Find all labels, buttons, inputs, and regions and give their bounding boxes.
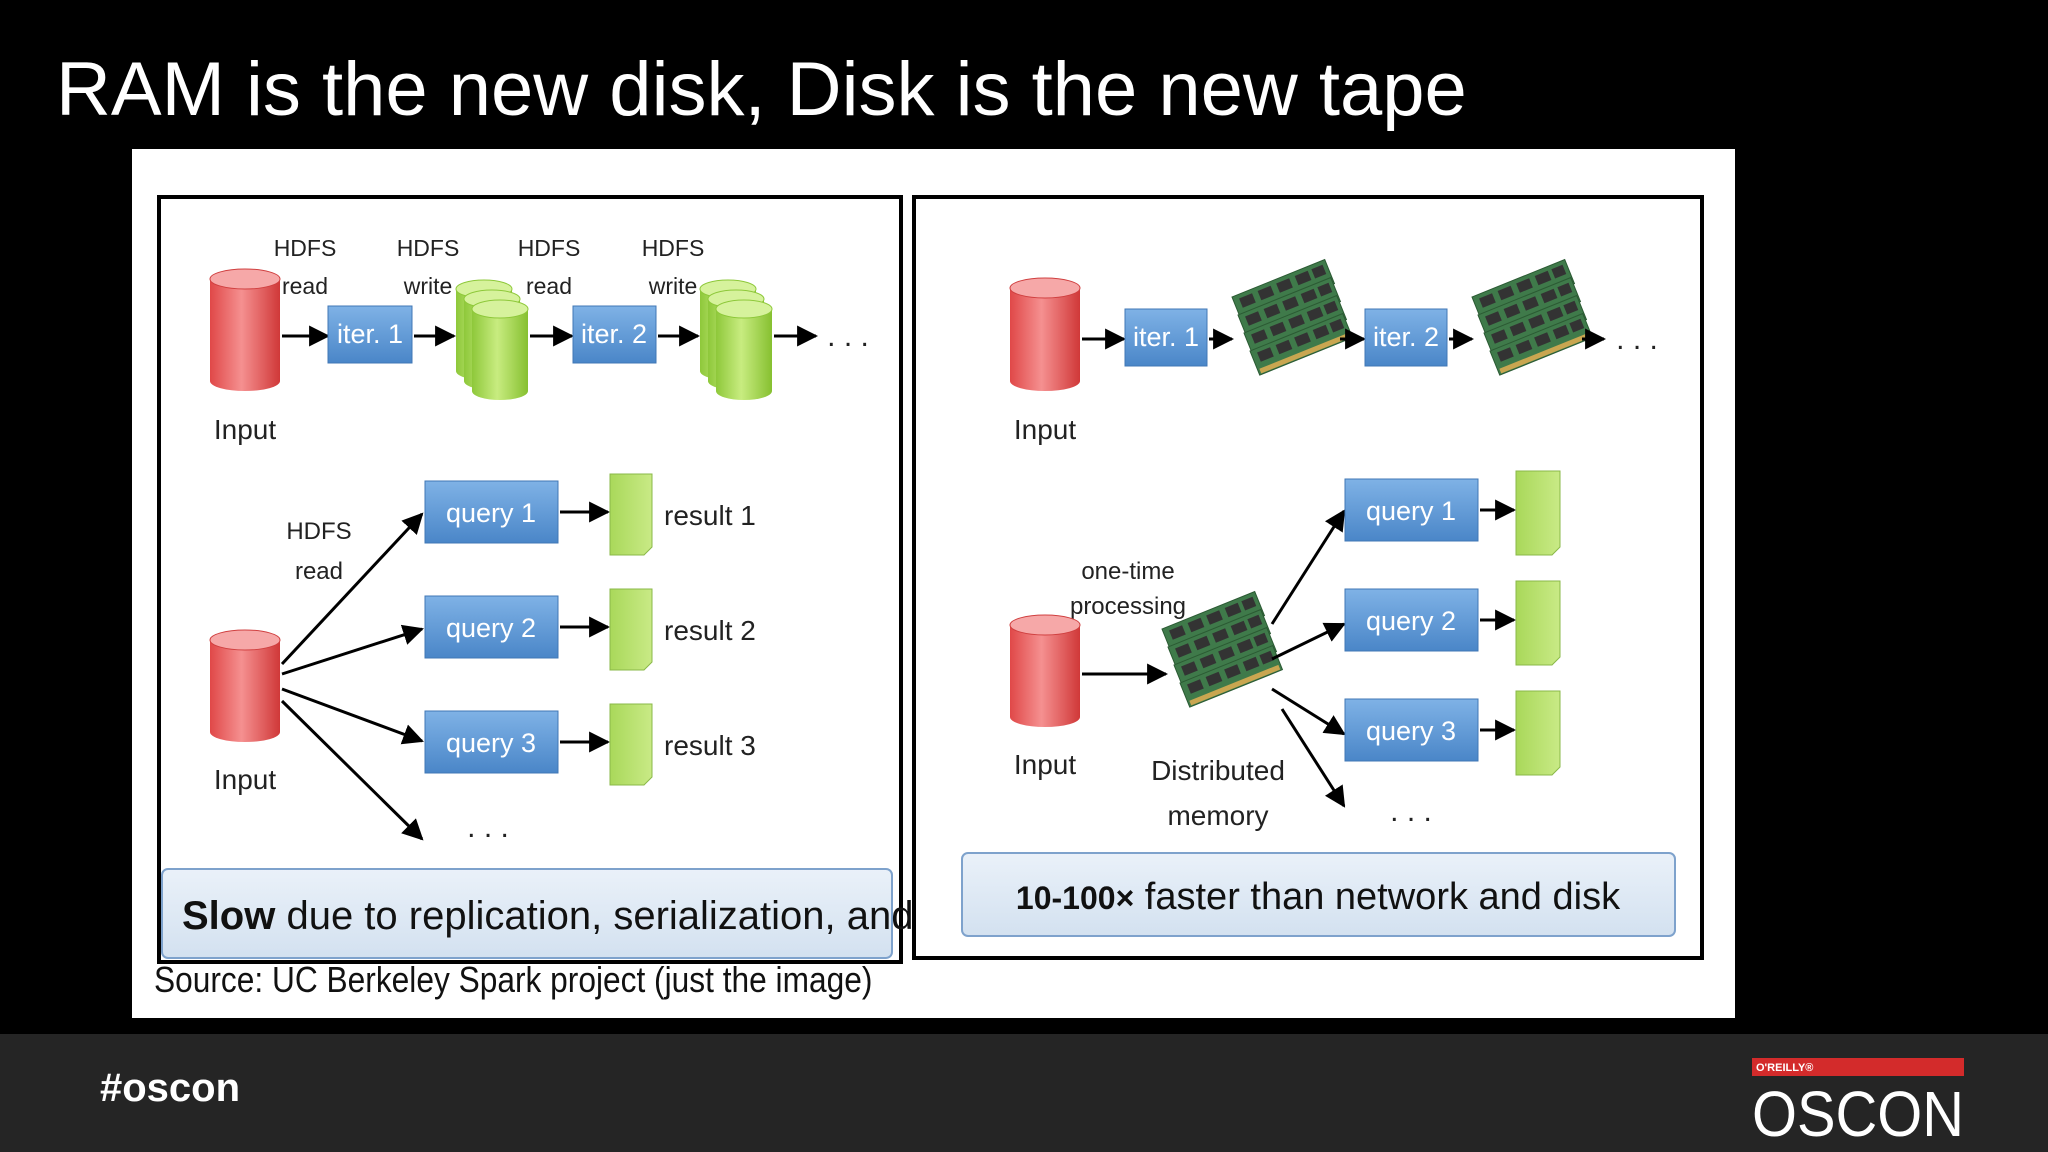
input-cylinder-icon <box>1009 277 1081 391</box>
distributed-label: Distributed <box>1151 755 1285 786</box>
query-3-box <box>1344 698 1479 762</box>
processing-label: processing <box>1070 593 1186 620</box>
iter-1-box <box>327 305 413 364</box>
hdfs-read-label: HDFS <box>274 235 337 261</box>
oscon-logo: O'REILLY® OSCON <box>1752 1058 1964 1142</box>
query-3-box <box>424 710 559 774</box>
iter-2-box <box>572 305 657 364</box>
result-3-label: result 3 <box>664 730 756 761</box>
query-2-label: query 2 <box>1366 606 1456 636</box>
input-cylinder-icon <box>1009 614 1081 727</box>
hdfs-write-label-2: write <box>403 273 453 299</box>
ellipsis: . . . <box>467 811 509 844</box>
result-doc-icon <box>1515 690 1561 776</box>
memory-label: memory <box>1167 800 1268 831</box>
slide-title: RAM is the new disk, Disk is the new tap… <box>56 47 1467 132</box>
query-2-box <box>424 595 559 659</box>
fast-caption-box <box>961 852 1676 937</box>
hdfs-read-label: HDFS <box>518 235 581 261</box>
query-3-label: query 3 <box>446 728 536 758</box>
hdfs-read-label: HDFS <box>286 518 351 545</box>
result-2-label: result 2 <box>664 615 756 646</box>
result-doc-icon <box>1515 580 1561 666</box>
left-panel-frame <box>157 195 903 964</box>
iter-1-box <box>1124 308 1208 367</box>
input-label: Input <box>1014 414 1076 445</box>
hashtag: #oscon <box>100 1066 241 1110</box>
iter-2-label: iter. 2 <box>1373 322 1439 352</box>
result-doc-icon <box>609 703 653 786</box>
diagram-slide: HDFS read HDFS write HDFS read HDFS writ… <box>132 149 1735 1018</box>
hdfs-write-label: HDFS <box>642 235 705 261</box>
iter-2-box <box>1364 308 1448 367</box>
slow-caption-box <box>161 868 893 959</box>
logo-oscon-text: OSCON <box>1752 1078 1964 1142</box>
query-2-box <box>1344 588 1479 652</box>
result-doc-icon <box>609 588 653 671</box>
spark-comparison-diagram: HDFS read HDFS write HDFS read HDFS writ… <box>157 195 1704 964</box>
result-1-label: result 1 <box>664 500 756 531</box>
hdfs-read-label-2: read <box>526 273 572 299</box>
one-time-label: one-time <box>1081 558 1174 585</box>
input-cylinder-icon <box>209 629 281 742</box>
input-label: Input <box>214 414 276 445</box>
query-1-label: query 1 <box>1366 496 1456 526</box>
ellipsis: . . . <box>1616 323 1658 356</box>
input-label: Input <box>1014 749 1076 780</box>
query-1-label: query 1 <box>446 498 536 528</box>
ellipsis: . . . <box>1390 795 1432 828</box>
query-2-label: query 2 <box>446 613 536 643</box>
ellipsis: . . . <box>827 320 869 353</box>
hdfs-storage-icon <box>455 279 529 400</box>
query-1-box <box>424 480 559 544</box>
logo-oreilly-text: O'REILLY® <box>1756 1062 1813 1074</box>
query-3-label: query 3 <box>1366 716 1456 746</box>
iter-2-label: iter. 2 <box>581 319 647 349</box>
query-1-box <box>1344 478 1479 542</box>
result-doc-icon <box>609 473 653 556</box>
hdfs-write-label-2: write <box>648 273 698 299</box>
input-label: Input <box>214 764 276 795</box>
hdfs-read-label-2: read <box>282 273 328 299</box>
iter-1-label: iter. 1 <box>337 319 403 349</box>
hdfs-write-label: HDFS <box>397 235 460 261</box>
result-doc-icon <box>1515 470 1561 556</box>
fast-caption: 10-100× faster than network and disk <box>1016 876 1621 918</box>
source-caption: Source: UC Berkeley Spark project (just … <box>154 959 873 1000</box>
input-cylinder-icon <box>209 268 281 391</box>
iter-1-label: iter. 1 <box>1133 322 1199 352</box>
footer-bar: #oscon O'REILLY® OSCON <box>0 1034 2048 1152</box>
hdfs-read-label-2: read <box>295 558 343 585</box>
hdfs-storage-icon <box>699 279 773 400</box>
